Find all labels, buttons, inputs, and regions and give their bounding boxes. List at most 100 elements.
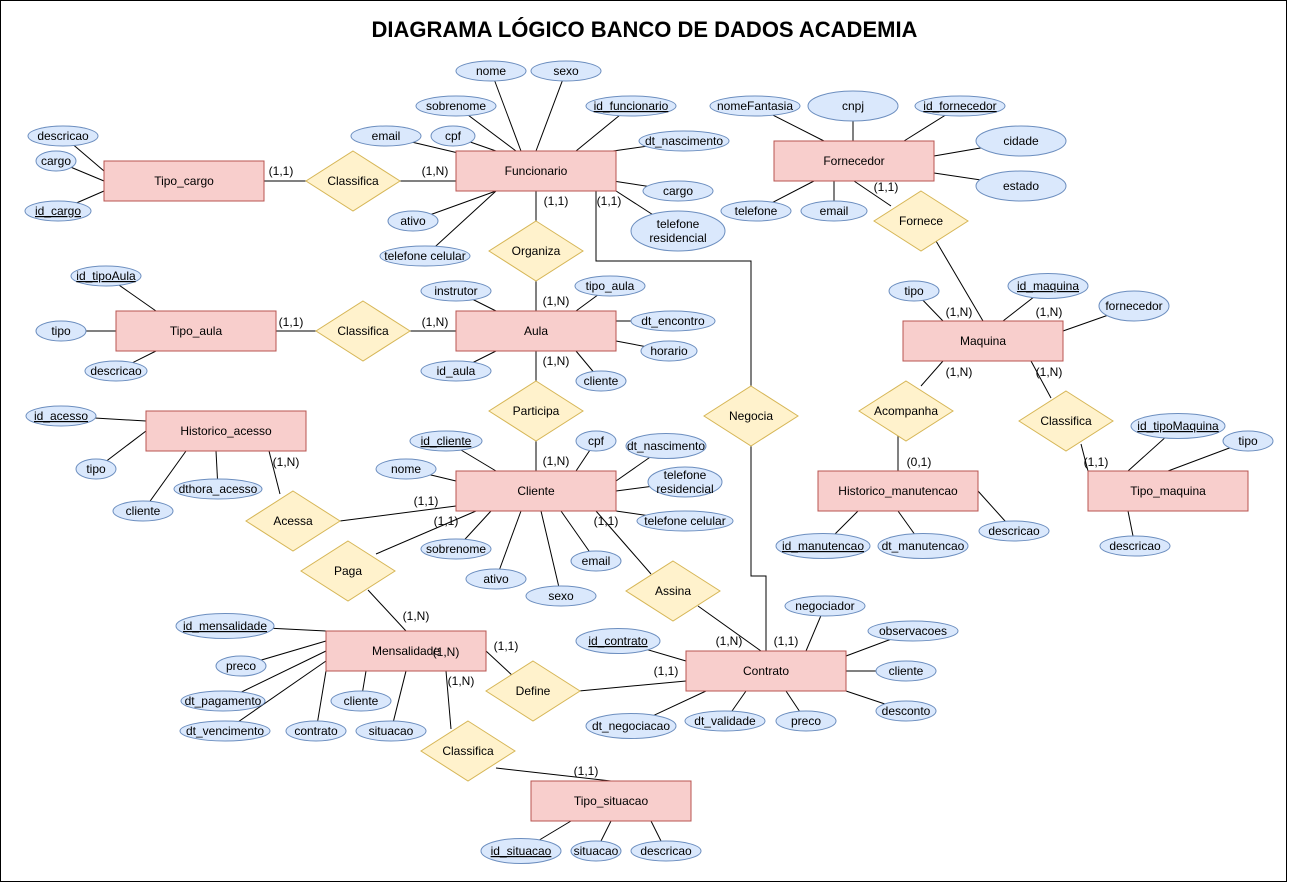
- attribute-descricao-hm[interactable]: descricao: [978, 520, 1050, 542]
- attribute-cliente-ct[interactable]: cliente: [875, 660, 937, 682]
- attribute-tipo-aula[interactable]: tipo_aula: [574, 275, 646, 297]
- attribute-dtnasc-f[interactable]: dt_nascimento: [638, 130, 730, 152]
- attribute-dt-vencimento[interactable]: dt_vencimento: [179, 720, 271, 742]
- relationship-fornece[interactable]: Fornece: [873, 190, 969, 252]
- attribute-email-c[interactable]: email: [570, 550, 622, 572]
- attribute-cnpj[interactable]: cnpj: [807, 90, 899, 122]
- attribute-preco-ct[interactable]: preco: [775, 710, 837, 732]
- attribute-cidade[interactable]: cidade: [975, 125, 1067, 157]
- entity-funcionario[interactable]: Funcionario: [455, 150, 617, 192]
- attribute-ativo-f[interactable]: ativo: [387, 210, 439, 232]
- attribute-contrato-m[interactable]: contrato: [285, 720, 347, 742]
- entity-historico-acesso[interactable]: Historico_acesso: [145, 410, 307, 452]
- attribute-observacoes[interactable]: observacoes: [867, 620, 959, 642]
- attribute-sexo-c[interactable]: sexo: [525, 585, 597, 607]
- relationship-paga[interactable]: Paga: [300, 540, 396, 602]
- attribute-tipo-ha[interactable]: tipo: [75, 458, 117, 480]
- attribute-ellipse: [179, 720, 271, 742]
- attribute-cargo-tc[interactable]: cargo: [35, 150, 77, 172]
- attribute-cpf-f[interactable]: cpf: [430, 125, 476, 147]
- relationship-classifica-maquina[interactable]: Classifica: [1018, 390, 1114, 452]
- attribute-email-forn[interactable]: email: [800, 200, 868, 222]
- attribute-sobrenome-c[interactable]: sobrenome: [420, 538, 492, 560]
- attribute-ativo-c[interactable]: ativo: [465, 568, 527, 590]
- entity-fornecedor[interactable]: Fornecedor: [773, 140, 935, 182]
- attribute-cliente-m[interactable]: cliente: [330, 690, 392, 712]
- attribute-tipo-ta[interactable]: tipo: [35, 320, 87, 342]
- entity-historico-manutencao[interactable]: Historico_manutencao: [817, 470, 979, 512]
- attribute-dthora-acesso[interactable]: dthora_acesso: [173, 478, 263, 500]
- entity-tipo-maquina[interactable]: Tipo_maquina: [1087, 470, 1249, 512]
- attribute-situacao-m[interactable]: situacao: [355, 720, 427, 742]
- relationship-classifica-situacao[interactable]: Classifica: [420, 720, 516, 782]
- entity-tipo-cargo[interactable]: Tipo_cargo: [103, 160, 265, 202]
- attribute-situacao-ts[interactable]: situacao: [570, 840, 622, 862]
- attribute-fornecedor-maq[interactable]: fornecedor: [1098, 290, 1170, 322]
- attribute-id-maquina[interactable]: id_maquina: [1007, 273, 1089, 299]
- attribute-dt-encontro[interactable]: dt_encontro: [630, 310, 716, 332]
- attribute-desconto[interactable]: desconto: [875, 700, 937, 722]
- attribute-dt-manutencao[interactable]: dt_manutencao: [877, 533, 969, 559]
- attribute-estado[interactable]: estado: [975, 170, 1067, 202]
- relationship-participa[interactable]: Participa: [488, 380, 584, 442]
- attribute-descricao-ts[interactable]: descricao: [630, 840, 702, 862]
- attribute-dtnasc-c[interactable]: dt_nascimento: [625, 433, 707, 459]
- attribute-sobrenome-f[interactable]: sobrenome: [415, 95, 497, 117]
- attribute-tipo-tm[interactable]: tipo: [1222, 430, 1274, 452]
- attribute-dt-negociacao[interactable]: dt_negociacao: [585, 713, 677, 739]
- relationship-organiza[interactable]: Organiza: [488, 220, 584, 282]
- entity-aula[interactable]: Aula: [455, 310, 617, 352]
- attribute-dt-pagamento[interactable]: dt_pagamento: [180, 690, 266, 712]
- attribute-telefone-forn[interactable]: telefone: [720, 200, 792, 222]
- attribute-cliente-aula[interactable]: cliente: [575, 370, 627, 392]
- attribute-id-contrato[interactable]: id_contrato: [575, 628, 661, 654]
- attribute-cliente-ha[interactable]: cliente: [112, 500, 174, 522]
- relationship-acessa[interactable]: Acessa: [245, 490, 341, 552]
- relationship-classifica-aula[interactable]: Classifica: [315, 300, 411, 362]
- entity-tipo-situacao[interactable]: Tipo_situacao: [530, 780, 692, 822]
- attribute-descricao-ta[interactable]: descricao: [84, 360, 148, 382]
- attribute-cpf-c[interactable]: cpf: [575, 430, 617, 452]
- entity-mensalidade[interactable]: Mensalidade: [325, 630, 487, 672]
- attribute-dt-validade[interactable]: dt_validade: [684, 710, 766, 732]
- entity-maquina[interactable]: Maquina: [902, 320, 1064, 362]
- attribute-id-aula[interactable]: id_aula: [420, 360, 492, 382]
- attribute-id-fornecedor[interactable]: id_fornecedor: [914, 95, 1006, 117]
- relationship-classifica-cargo[interactable]: Classifica: [305, 150, 401, 212]
- entity-cliente[interactable]: Cliente: [455, 470, 617, 512]
- attribute-horario[interactable]: horario: [640, 340, 698, 362]
- entity-contrato[interactable]: Contrato: [685, 650, 847, 692]
- relationship-assina[interactable]: Assina: [625, 560, 721, 622]
- attribute-ellipse: [455, 60, 527, 82]
- attribute-nomefantasia[interactable]: nomeFantasia: [709, 95, 801, 117]
- attribute-id-manutencao[interactable]: id_manutencao: [775, 533, 871, 559]
- attribute-telcel-c[interactable]: telefone celular: [636, 510, 734, 532]
- attribute-preco-m[interactable]: preco: [215, 655, 267, 677]
- attribute-tipo-maq[interactable]: tipo: [888, 280, 940, 302]
- attribute-nome-c[interactable]: nome: [375, 458, 437, 480]
- attribute-id-cargo[interactable]: id_cargo: [24, 200, 92, 222]
- attribute-id-acesso[interactable]: id_acesso: [25, 405, 97, 427]
- entity-tipo-aula[interactable]: Tipo_aula: [115, 310, 277, 352]
- relationship-define[interactable]: Define: [485, 660, 581, 722]
- attribute-telcel-f[interactable]: telefone celular: [379, 245, 471, 267]
- relationship-acompanha[interactable]: Acompanha: [858, 380, 954, 442]
- attribute-negociador[interactable]: negociador: [784, 595, 866, 617]
- attribute-id-cliente[interactable]: id_cliente: [409, 430, 483, 452]
- attribute-descricao-tc[interactable]: descricao: [27, 125, 99, 147]
- relationship-negocia[interactable]: Negocia: [703, 385, 799, 447]
- attribute-descricao-tm[interactable]: descricao: [1099, 535, 1171, 557]
- attribute-instrutor[interactable]: instrutor: [420, 280, 492, 302]
- attribute-sexo-f[interactable]: sexo: [530, 60, 602, 82]
- attribute-email-f[interactable]: email: [350, 125, 422, 147]
- attribute-id-funcionario[interactable]: id_funcionario: [585, 95, 677, 117]
- attribute-id-tipoaula[interactable]: id_tipoAula: [70, 265, 142, 287]
- attribute-id-situacao[interactable]: id_situacao: [480, 838, 562, 864]
- attribute-id-mensalidade[interactable]: id_mensalidade: [175, 613, 275, 639]
- attribute-nome-f[interactable]: nome: [455, 60, 527, 82]
- attribute-id-tipomaquina[interactable]: id_tipoMaquina: [1130, 413, 1226, 439]
- relationship-diamond: [315, 300, 411, 362]
- attribute-cargo-f[interactable]: cargo: [642, 180, 714, 202]
